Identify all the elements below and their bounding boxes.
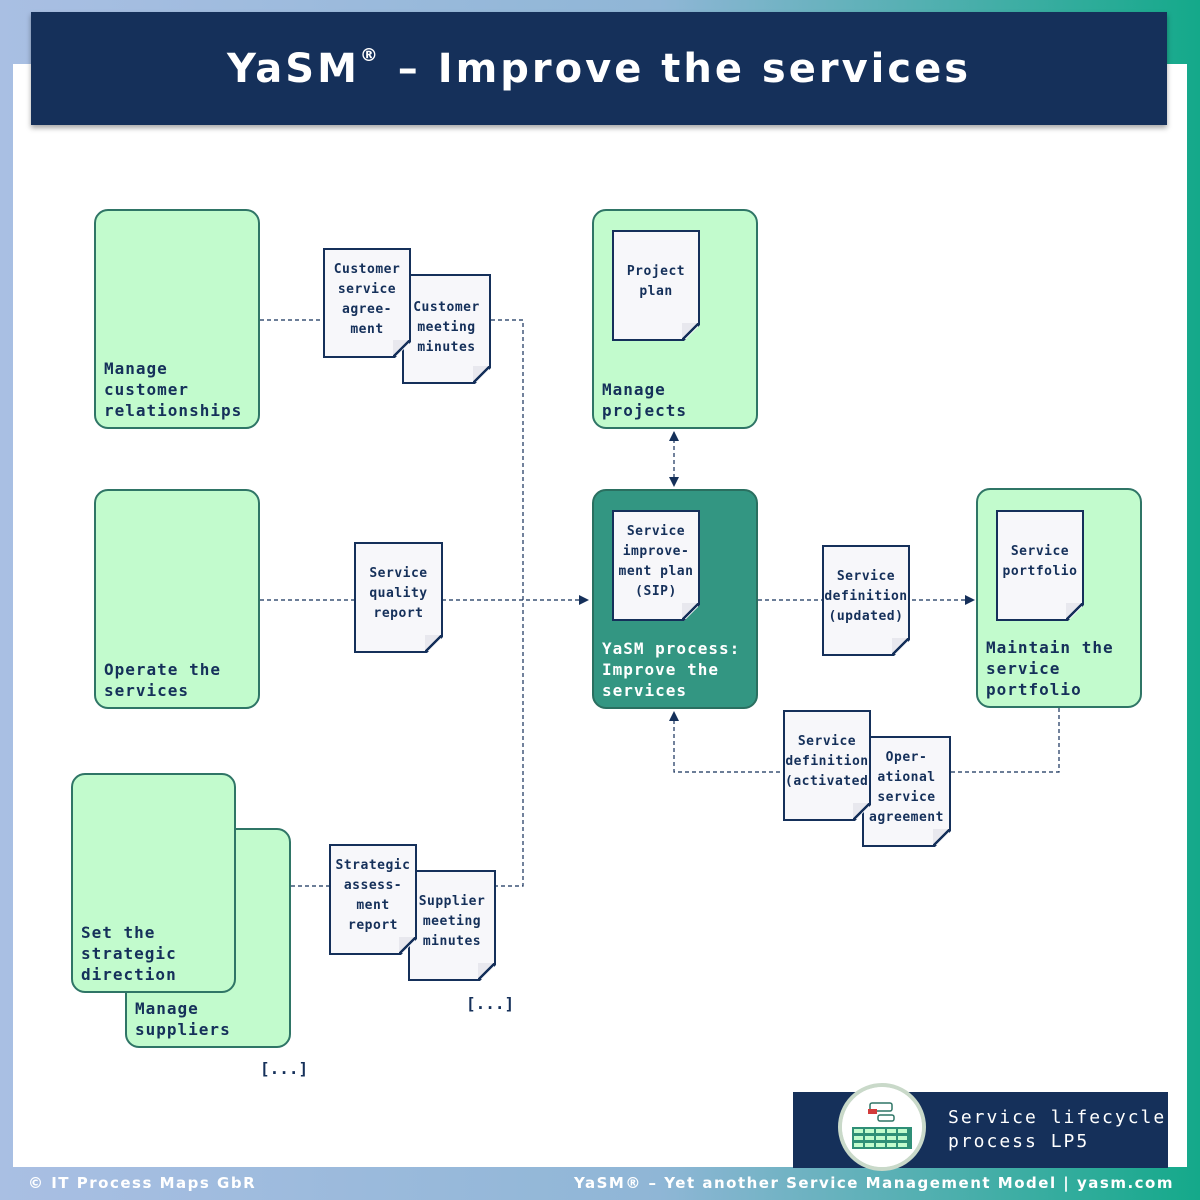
lifecycle-badge-text: Service lifecycle process LP5	[948, 1107, 1167, 1152]
document-label: Customer service agree- ment	[333, 262, 401, 337]
document-operational-service-agreement[interactable]: Oper- ational service agreement	[862, 736, 951, 847]
document-label: Service quality report	[369, 566, 428, 621]
more-documents-ellipsis: [...]	[466, 994, 515, 1013]
title-bar: YaSM® – Improve the services	[31, 12, 1167, 125]
footer-copyright: © IT Process Maps GbR	[28, 1174, 257, 1192]
connector-feedback	[669, 708, 1060, 773]
document-label: Service definition (activated)	[785, 734, 877, 789]
document-customer-meeting-minutes[interactable]: Customer meeting minutes	[402, 274, 491, 384]
document-service-portfolio[interactable]: Service portfolio	[996, 510, 1084, 621]
document-service-definition-activated[interactable]: Service definition (activated)	[783, 710, 871, 821]
process-label: YaSM process: Improve the services	[602, 639, 741, 700]
document-strategic-assessment-report[interactable]: Strategic assess- ment report	[329, 844, 417, 955]
process-label: Manage projects	[602, 380, 688, 420]
process-label: Manage suppliers	[135, 999, 231, 1039]
process-label: Operate the services	[104, 660, 221, 700]
process-map-logo-icon	[838, 1083, 926, 1171]
process-operate-services[interactable]: Operate the services	[94, 489, 260, 709]
more-processes-ellipsis: [...]	[260, 1059, 309, 1078]
document-label: Oper- ational service agreement	[869, 750, 944, 825]
process-label: Set the strategic direction	[81, 923, 177, 984]
document-service-improvement-plan[interactable]: Service improve- ment plan (SIP)	[612, 510, 700, 621]
document-service-quality-report[interactable]: Service quality report	[354, 542, 443, 653]
document-label: Project plan	[626, 264, 686, 299]
document-label: Customer meeting minutes	[413, 300, 480, 355]
page-title: YaSM® – Improve the services	[226, 45, 972, 92]
document-label: Service portfolio	[1002, 544, 1078, 579]
process-label: Maintain the service portfolio	[986, 638, 1114, 699]
document-customer-service-agreement[interactable]: Customer service agree- ment	[323, 248, 411, 358]
document-label: Supplier meeting minutes	[418, 894, 486, 949]
process-set-strategic-direction[interactable]: Set the strategic direction	[71, 773, 236, 993]
document-project-plan[interactable]: Project plan	[612, 230, 700, 341]
document-label: Strategic assess- ment report	[335, 858, 411, 933]
process-manage-customer-relationships[interactable]: Manage customer relationships	[94, 209, 260, 429]
process-label: Manage customer relationships	[104, 359, 243, 420]
document-label: Service definition (updated)	[824, 569, 908, 624]
document-label: Service improve- ment plan (SIP)	[618, 524, 694, 599]
document-service-definition-updated[interactable]: Service definition (updated)	[822, 545, 910, 656]
footer-model[interactable]: YaSM® – Yet another Service Management M…	[574, 1174, 1174, 1192]
document-supplier-meeting-minutes[interactable]: Supplier meeting minutes	[408, 870, 496, 981]
